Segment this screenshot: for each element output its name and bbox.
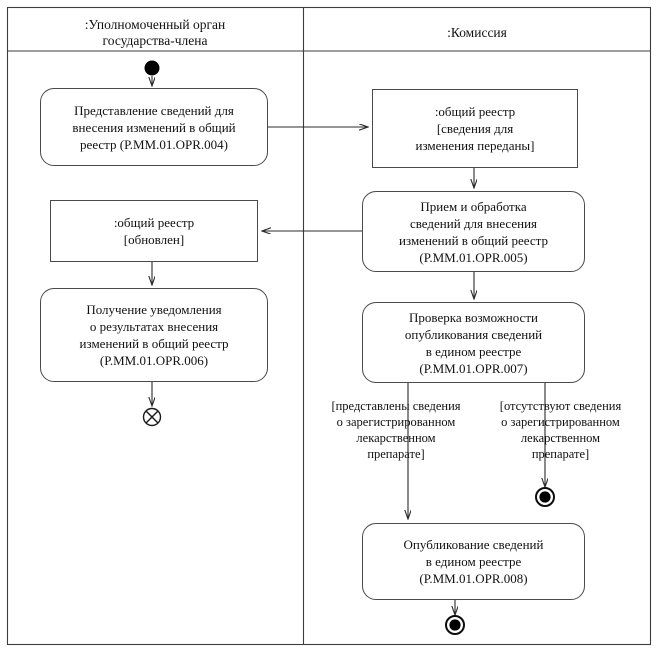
activity-final-node-right: [535, 487, 555, 507]
activity-check-possibility-label: Проверка возможности опубликования сведе…: [404, 309, 543, 376]
activity-receive-notification[interactable]: Получение уведомления о результатах внес…: [40, 288, 268, 382]
swimlane-frame: [6, 6, 652, 646]
activity-check-possibility[interactable]: Проверка возможности опубликования сведе…: [362, 302, 585, 383]
lane-header-member-state: :Уполномоченный орган государства-члена: [84, 17, 226, 48]
object-register-transferred-label: :общий реестр [сведения для изменения пе…: [415, 104, 535, 153]
activity-publish-info[interactable]: Опубликование сведений в едином реестре …: [362, 523, 585, 600]
activity-receive-process-label: Прием и обработка сведений для внесения …: [399, 198, 548, 265]
activity-submit-info[interactable]: Представление сведений для внесения изме…: [40, 88, 268, 166]
activity-receive-process[interactable]: Прием и обработка сведений для внесения …: [362, 191, 585, 272]
object-register-updated-label: :общий реестр [обновлен]: [113, 215, 195, 247]
object-register-updated[interactable]: :общий реестр [обновлен]: [50, 200, 258, 262]
object-register-transferred[interactable]: :общий реестр [сведения для изменения пе…: [372, 89, 578, 168]
initial-node: [144, 60, 160, 76]
activity-receive-notification-label: Получение уведомления о результатах внес…: [79, 302, 229, 368]
guard-label-absent: [отсутствуют сведения о зарегистрированн…: [499, 399, 622, 461]
flow-final-node: [142, 407, 162, 427]
activity-submit-info-label: Представление сведений для внесения изме…: [72, 102, 236, 152]
activity-final-node-bottom: [445, 615, 465, 635]
activity-publish-info-label: Опубликование сведений в едином реестре …: [403, 537, 544, 586]
lane-header-commission: :Комиссия: [447, 25, 507, 40]
guard-label-present: [представлены сведения о зарегистрирован…: [331, 399, 461, 461]
